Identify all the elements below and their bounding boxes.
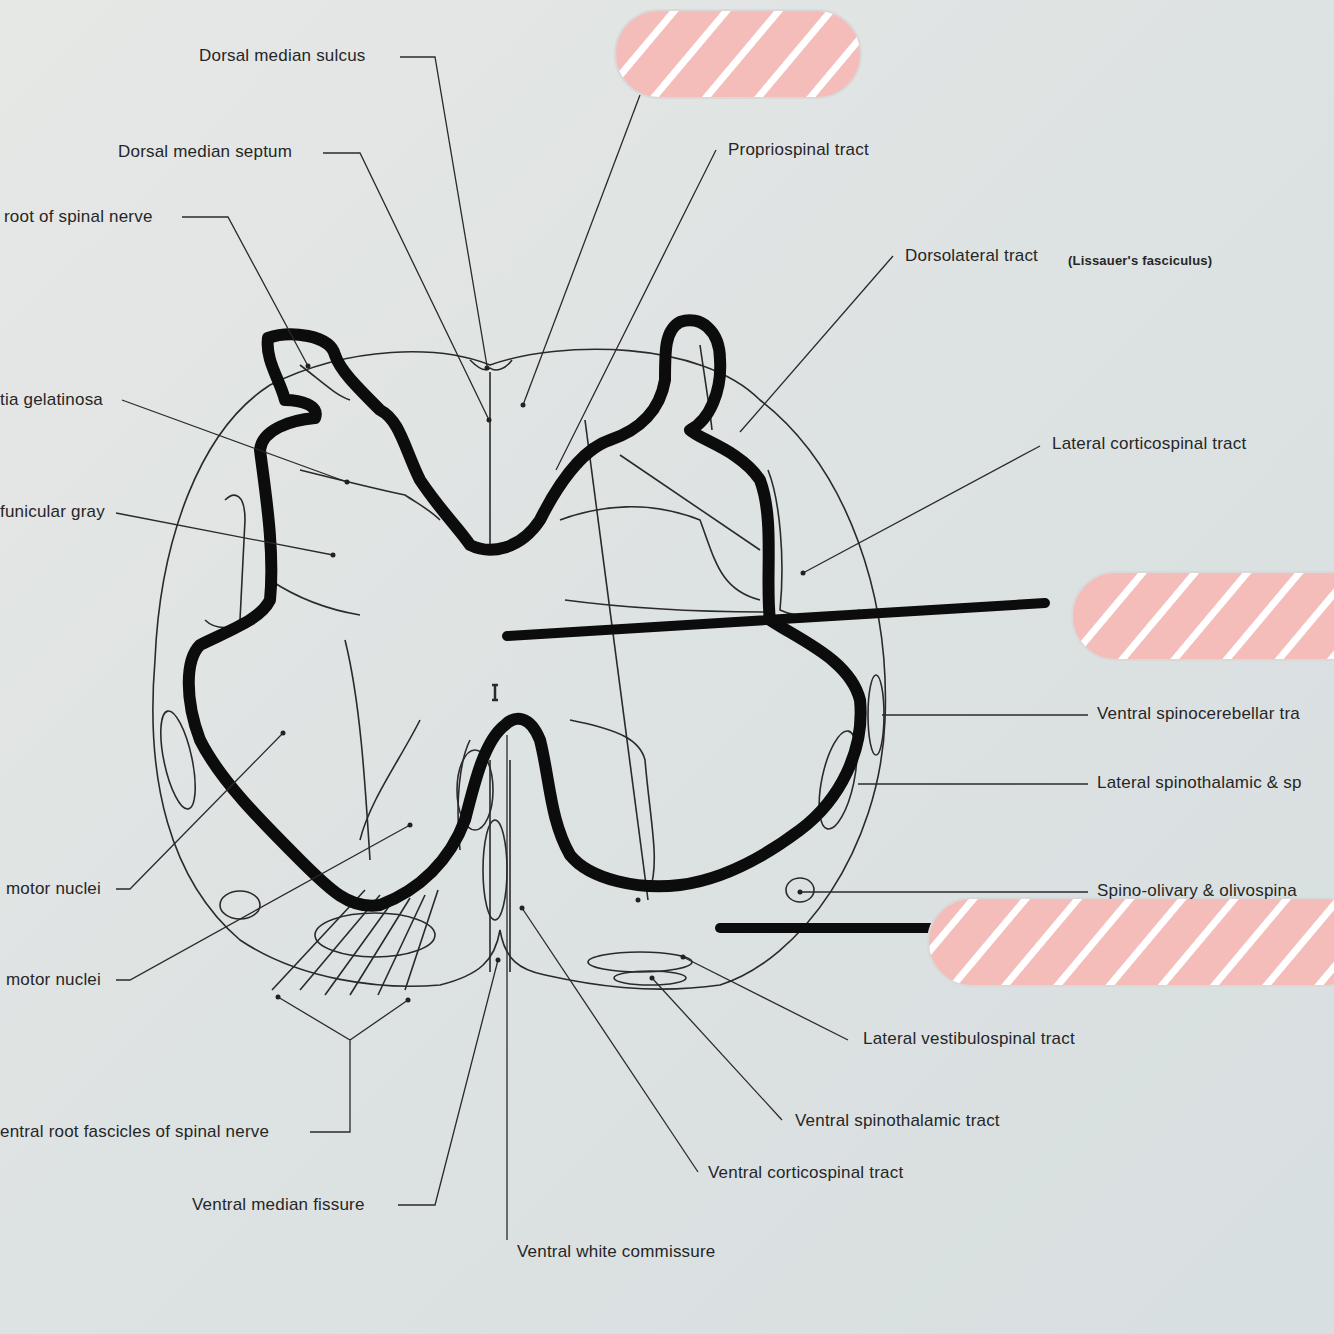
- structure-label: Lateral spinothalamic & sp: [1097, 773, 1302, 793]
- structure-label: Ventral spinocerebellar tra: [1097, 704, 1300, 724]
- structure-label: funicular gray: [0, 502, 105, 522]
- structure-label: Ventral corticospinal tract: [708, 1163, 903, 1183]
- structure-label: Ventral spinothalamic tract: [795, 1111, 1000, 1131]
- structure-label: motor nuclei: [6, 879, 101, 899]
- structure-label: Spino-olivary & olivospina: [1097, 881, 1297, 901]
- structure-label: Dorsal median septum: [118, 142, 292, 162]
- structure-label: Ventral median fissure: [192, 1195, 365, 1215]
- structure-label: motor nuclei: [6, 970, 101, 990]
- structure-label: Propriospinal tract: [728, 140, 869, 160]
- structure-label: Dorsal median sulcus: [199, 46, 366, 66]
- structure-label: Dorsolateral tract: [905, 246, 1038, 266]
- structure-label: tia gelatinosa: [0, 390, 103, 410]
- structure-label: Lateral corticospinal tract: [1052, 434, 1246, 454]
- structure-label: Ventral white commissure: [517, 1242, 715, 1262]
- structure-label: (Lissauer's fasciculus): [1068, 251, 1212, 271]
- structure-label: entral root fascicles of spinal nerve: [0, 1122, 269, 1142]
- structure-label: root of spinal nerve: [4, 207, 153, 227]
- structure-label: Lateral vestibulospinal tract: [863, 1029, 1075, 1049]
